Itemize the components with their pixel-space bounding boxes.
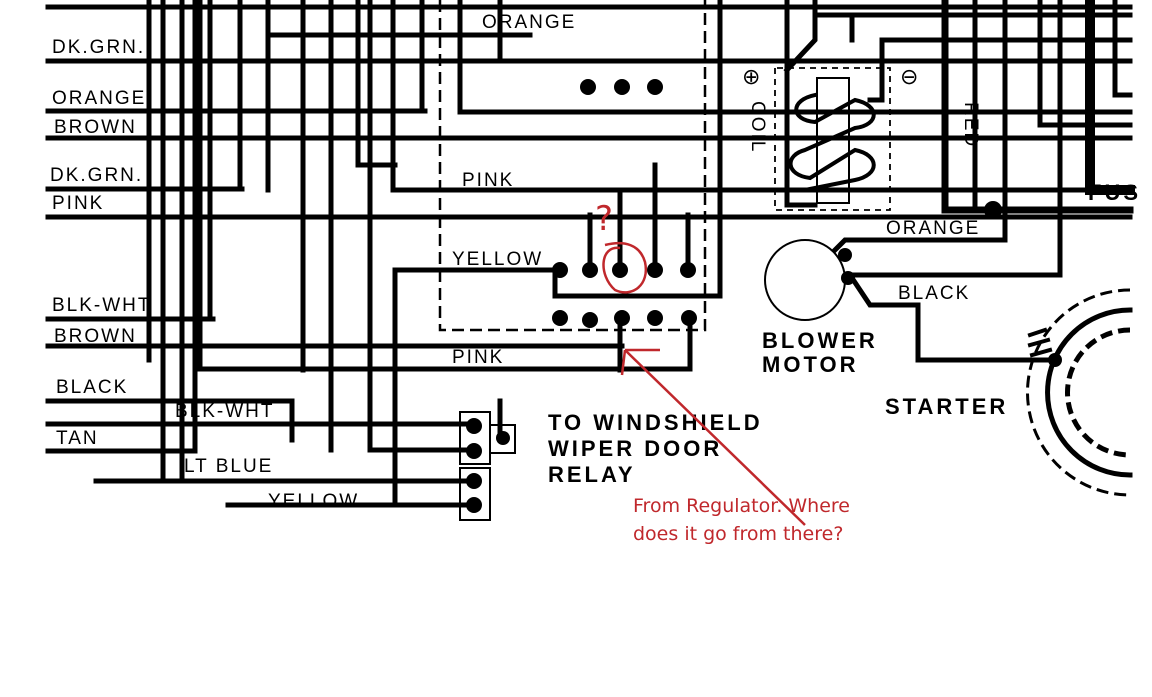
wire-labels: ORANGE DK.GRN. ORANGE BROWN DK.GRN. PINK…: [50, 12, 981, 512]
splice-dot: [984, 201, 1002, 219]
starter-label: STARTER: [885, 394, 1008, 419]
coil-label: COIL: [747, 101, 768, 153]
label-lt-blue: LT BLUE: [184, 456, 273, 477]
relay-label-3: RELAY: [548, 462, 636, 487]
component-labels: ⊕ ⊖ COIL BLOWER MOTOR STARTER FUS TO WIN…: [548, 64, 1141, 487]
label-pink-2: PINK: [462, 170, 514, 191]
label-black: BLACK: [56, 377, 128, 398]
label-orange-2: ORANGE: [886, 218, 980, 239]
label-dk-grn-2: DK.GRN.: [50, 165, 143, 186]
annotation-line-2: does it go from there?: [633, 523, 843, 545]
coil-minus-icon: ⊖: [900, 64, 920, 89]
label-black-2: BLACK: [898, 283, 970, 304]
fuse-label: FUS: [1088, 180, 1141, 205]
red-annotation: ? From Regulator. Where does it go from …: [595, 199, 850, 545]
label-red: RED: [960, 102, 981, 148]
blower-motor: [764, 239, 855, 321]
label-tan: TAN: [56, 428, 99, 449]
relay-box: [438, 0, 707, 332]
label-brown: BROWN: [54, 117, 137, 138]
blower-motor-label-2: MOTOR: [762, 352, 858, 377]
label-dk-grn: DK.GRN.: [52, 37, 145, 58]
label-yellow-2: YELLOW: [268, 491, 359, 512]
relay-label-1: TO WINDSHIELD: [548, 410, 763, 435]
wiper-door-relay-connector: [459, 411, 516, 521]
label-orange-top: ORANGE: [482, 12, 576, 33]
label-brown-2: BROWN: [54, 326, 137, 347]
label-pink: PINK: [52, 193, 104, 214]
blower-motor-label-1: BLOWER: [762, 328, 878, 353]
label-blk-wht: BLK-WHT: [52, 295, 152, 316]
label-blk-wht-2: BLK-WHT: [175, 401, 275, 422]
wires: [45, 0, 1135, 508]
label-pink-3: PINK: [452, 347, 504, 368]
label-orange: ORANGE: [52, 88, 146, 109]
annotation-line-1: From Regulator. Where: [633, 495, 850, 517]
coil: [774, 67, 891, 211]
coil-plus-icon: ⊕: [742, 64, 762, 89]
starter: [1026, 288, 1133, 497]
label-yellow: YELLOW: [452, 249, 543, 270]
relay-label-2: WIPER DOOR: [548, 436, 722, 461]
question-mark: ?: [595, 199, 613, 239]
